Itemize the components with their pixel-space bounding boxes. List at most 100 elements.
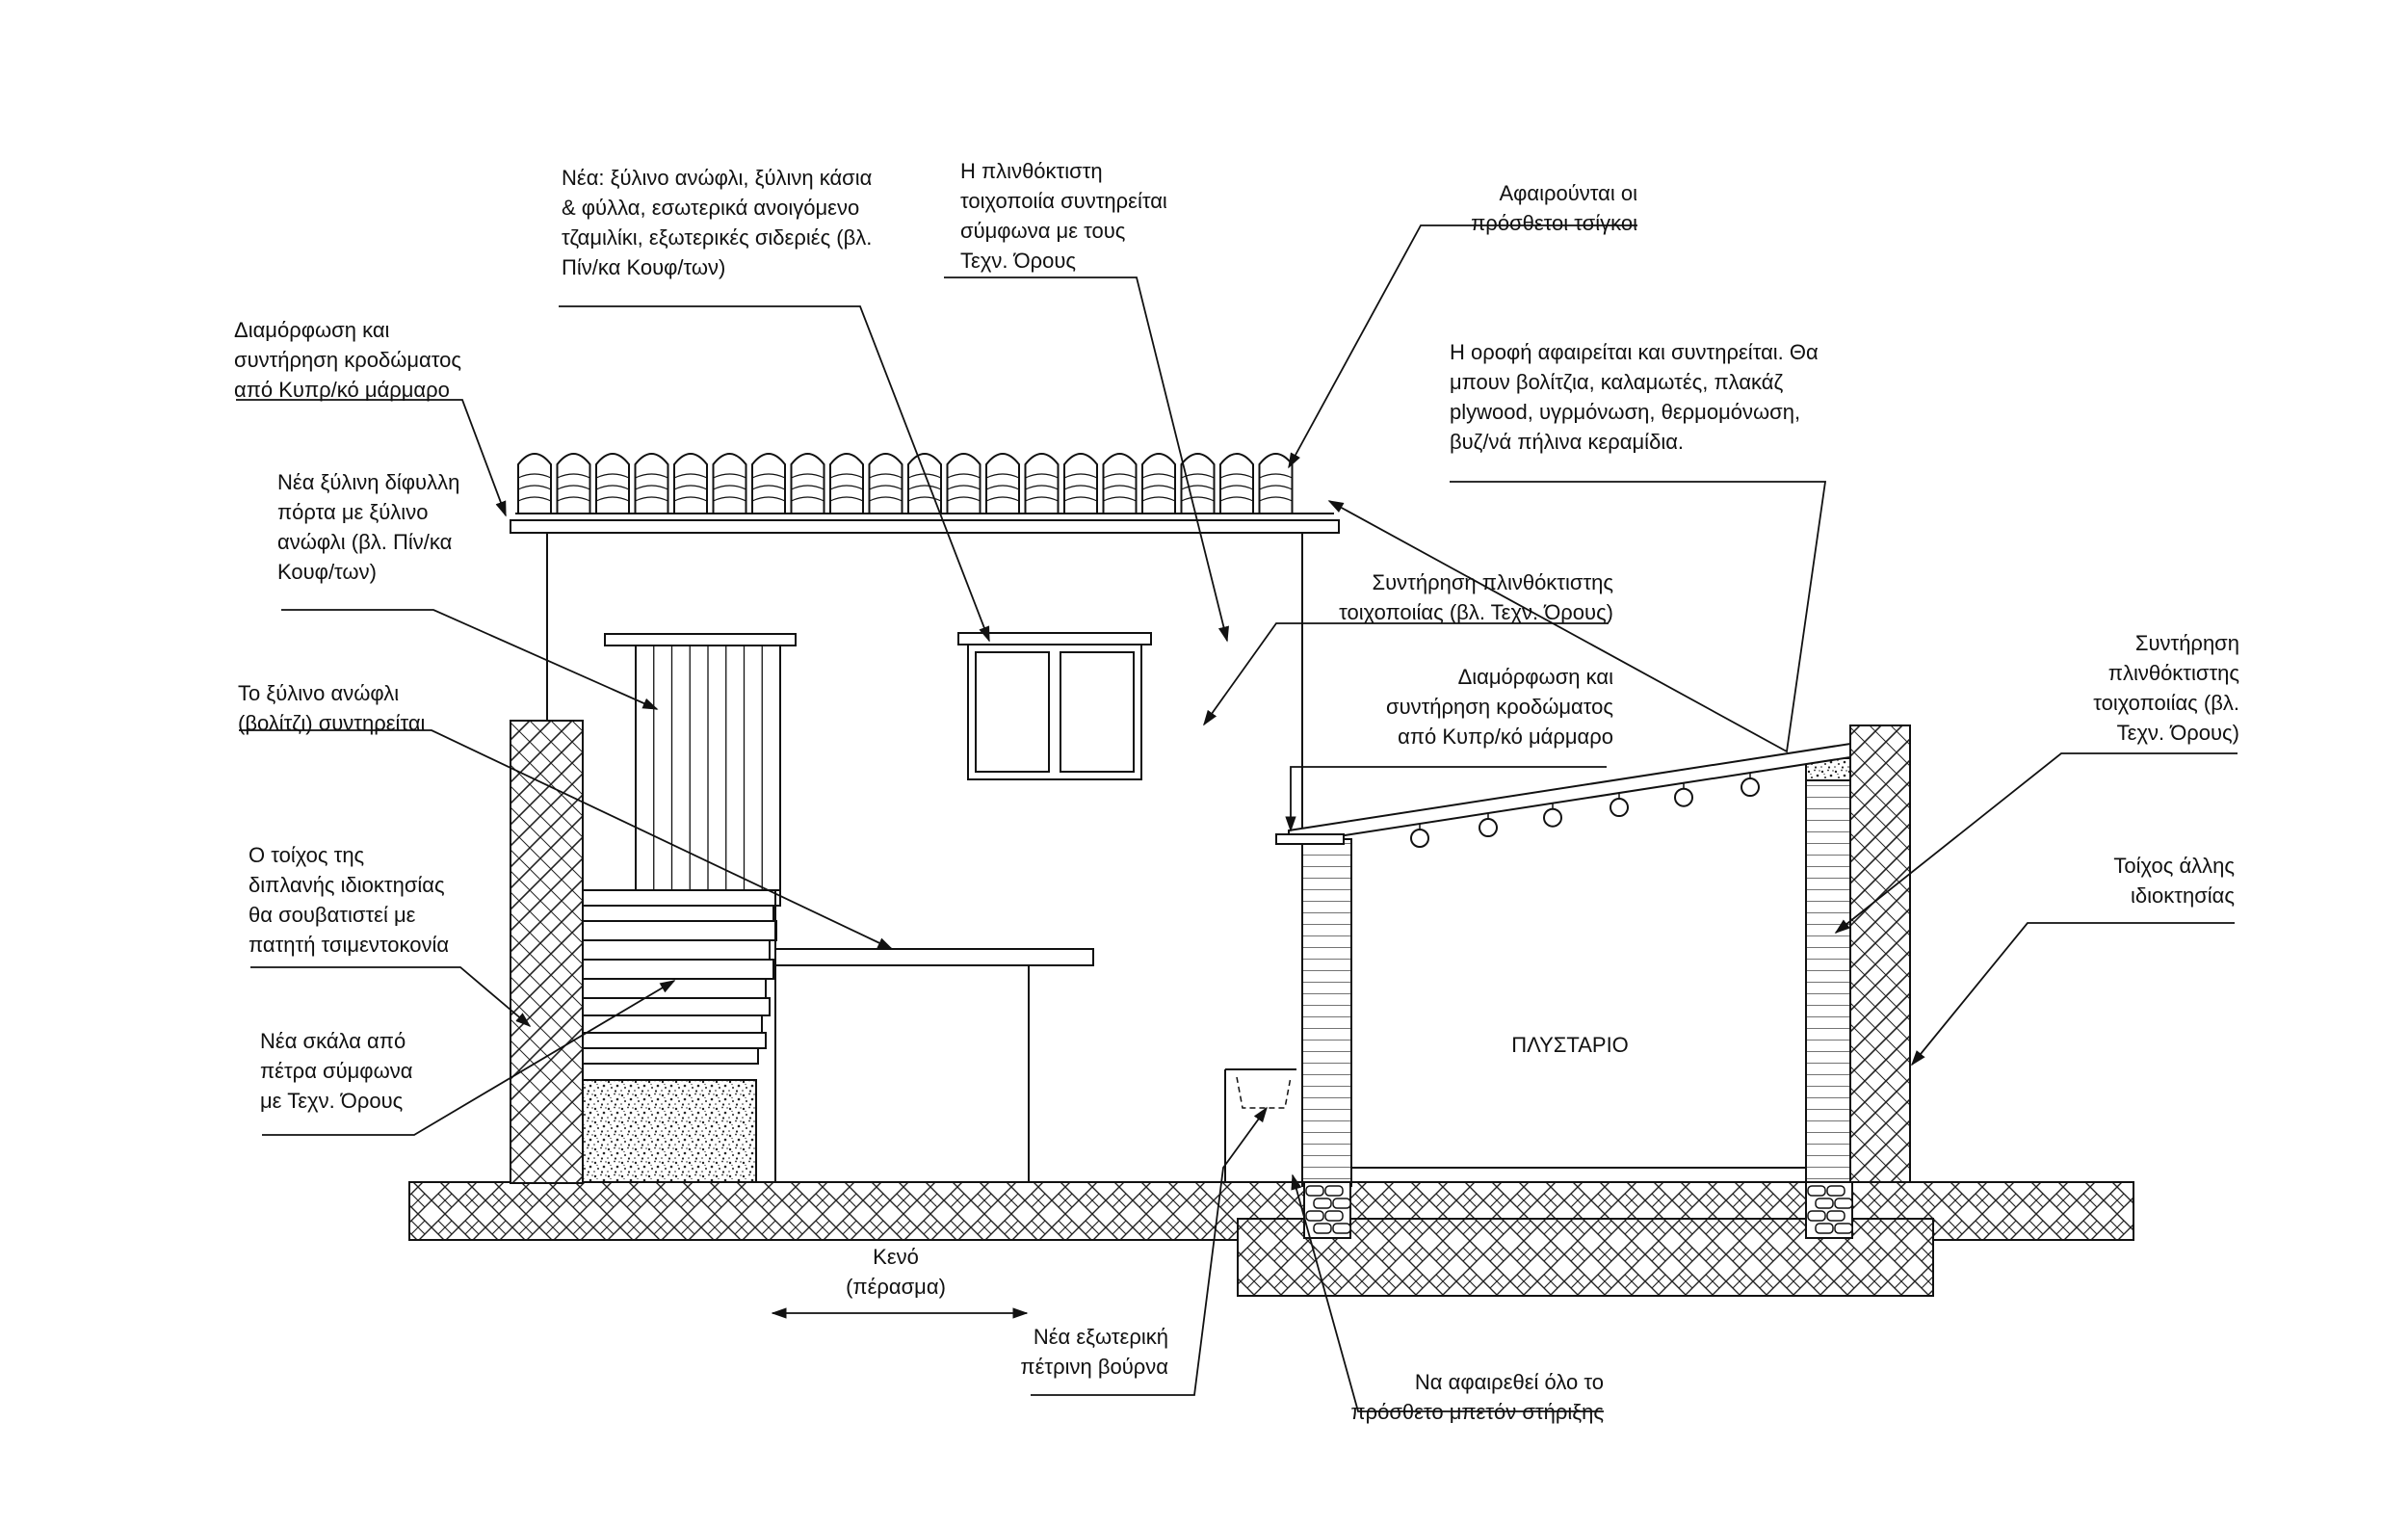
roof-tile-rib <box>751 473 786 479</box>
roof-tile-rib <box>517 485 552 490</box>
roof-tile-rib <box>985 485 1020 490</box>
door-boards <box>653 645 763 890</box>
leader-line <box>1031 1106 1268 1396</box>
roof-tile-rib <box>751 496 786 502</box>
roof-tile-rib <box>1219 485 1254 490</box>
roof-tile <box>946 453 982 513</box>
roof-tile-rib <box>517 496 552 502</box>
label-line: Νέα εξωτερική <box>1034 1325 1168 1349</box>
label-line: Τοίχος άλλης <box>2113 854 2235 878</box>
label-line: ιδιοκτησίας <box>2131 883 2235 908</box>
label-line: (πέρασμα) <box>846 1275 946 1299</box>
roof-tile-rib <box>1259 485 1293 490</box>
roof-tile-rib <box>985 496 1020 502</box>
label-line: συντήρηση κροδώματος <box>234 348 461 372</box>
roof-tile-rib <box>1181 485 1215 490</box>
label-lintel-kept: Το ξύλινο ανώφλι(βολίτζι) συντηρείται <box>238 681 426 735</box>
roof-tile-rib <box>595 496 630 502</box>
roof-tile-rib <box>947 473 981 479</box>
label-line: Το ξύλινο ανώφλι <box>238 681 399 705</box>
roof-tile-rib <box>673 496 708 502</box>
window <box>967 644 1142 780</box>
roof-tile-rib <box>635 496 668 502</box>
label-line: συντήρηση κροδώματος <box>1386 695 1613 719</box>
leader-line <box>1288 224 1637 469</box>
roof-tile-rib <box>557 496 590 502</box>
footing-stone <box>1826 1185 1845 1197</box>
label-new-window: Νέα: ξύλινο ανώφλι, ξύλινη κάσια & φύλλα,… <box>562 166 873 279</box>
roof-tile-rib <box>557 485 590 490</box>
footing-stone <box>1332 1223 1351 1234</box>
roof-beam <box>1610 798 1629 818</box>
label-line: Η πλινθόκτιστη <box>960 159 1103 183</box>
label-line: Η οροφή αφαιρείται και συντηρείται. Θα <box>1450 340 1819 364</box>
roof-tile-rib <box>1219 496 1254 502</box>
leader-line <box>944 277 1229 643</box>
washhouse-wall-right <box>1805 779 1851 1186</box>
roof-tile <box>829 453 864 513</box>
washhouse <box>1275 724 1911 1239</box>
roof-tile-rib <box>869 496 903 502</box>
roof-tile-rib <box>947 485 981 490</box>
roof-tile <box>634 453 669 513</box>
label-room: ΠΛΥΣΤΑΡΙΟ <box>1511 1033 1629 1057</box>
roof-tile-rib <box>907 485 942 490</box>
roof-tile-rib <box>791 496 824 502</box>
label-line: θα σουβατιστεί με <box>249 903 416 927</box>
stone-trough <box>1224 1068 1296 1182</box>
roof-tile-rib <box>1025 485 1059 490</box>
label-line: & φύλλα, εσωτερικά ανοιγόμενο <box>562 196 859 220</box>
roof-tile-rib <box>1103 485 1137 490</box>
roof-tile-rib <box>907 496 942 502</box>
label-line: από Κυπρ/κό μάρμαρο <box>1398 724 1613 749</box>
label-line: Να αφαιρεθεί όλο το <box>1415 1370 1604 1394</box>
leader-line <box>1327 481 1827 753</box>
roof-tile-rib <box>635 473 668 479</box>
washhouse-roof <box>1288 742 1851 846</box>
footing-stone <box>1313 1223 1332 1234</box>
roof-tile-rib <box>1103 473 1137 479</box>
roof-beams <box>1410 773 1760 849</box>
footing-stone <box>1815 1223 1834 1234</box>
roof-tile-rib <box>1259 496 1293 502</box>
leader-line <box>1285 766 1607 832</box>
label-line: πατητή τσιμεντοκονία <box>249 933 449 957</box>
label-line: plywood, υγρμόνωση, θερμομόνωση, <box>1450 400 1800 424</box>
label-line: διπλανής ιδιοκτησίας <box>249 873 445 897</box>
label-line: τοιχοποιίας (βλ. Τεχν. Όρους) <box>1339 600 1613 624</box>
roof-tile-rib <box>673 485 708 490</box>
footing-stone <box>1815 1198 1834 1209</box>
label-line: Νέα: ξύλινο ανώφλι, ξύλινη κάσια <box>562 166 873 190</box>
roof-beam <box>1741 777 1760 798</box>
roof-tile-rib <box>1103 496 1137 502</box>
roof-tile-rib <box>1063 473 1098 479</box>
leader-line <box>1910 922 2235 1067</box>
leader-lines <box>236 224 2238 1412</box>
other-property-wall <box>1849 724 1911 1183</box>
roof-tile-rib <box>791 485 824 490</box>
roof-tile-rib <box>1025 496 1059 502</box>
neighbor-wall-left <box>510 720 584 1184</box>
door-lintel <box>604 633 797 646</box>
roof-tile-rib <box>1141 496 1176 502</box>
roof-tile-rib <box>557 473 590 479</box>
label-line: Ο τοίχος της <box>249 843 364 867</box>
leader-line <box>1291 1173 1604 1412</box>
roof-tile-rib <box>1063 496 1098 502</box>
roof-tile-rib <box>635 485 668 490</box>
roof-tile <box>1024 453 1060 513</box>
footing-stone <box>1807 1210 1826 1222</box>
roof-tile-rib <box>869 473 903 479</box>
roof-tile-rib <box>713 485 746 490</box>
roof-tile <box>1258 453 1294 513</box>
leader-line <box>1203 622 1609 726</box>
label-line: Τεχν. Όρους) <box>2117 721 2239 745</box>
leader-line <box>236 399 507 517</box>
label-line: τοιχοποιίας (βλ. <box>2093 691 2239 715</box>
